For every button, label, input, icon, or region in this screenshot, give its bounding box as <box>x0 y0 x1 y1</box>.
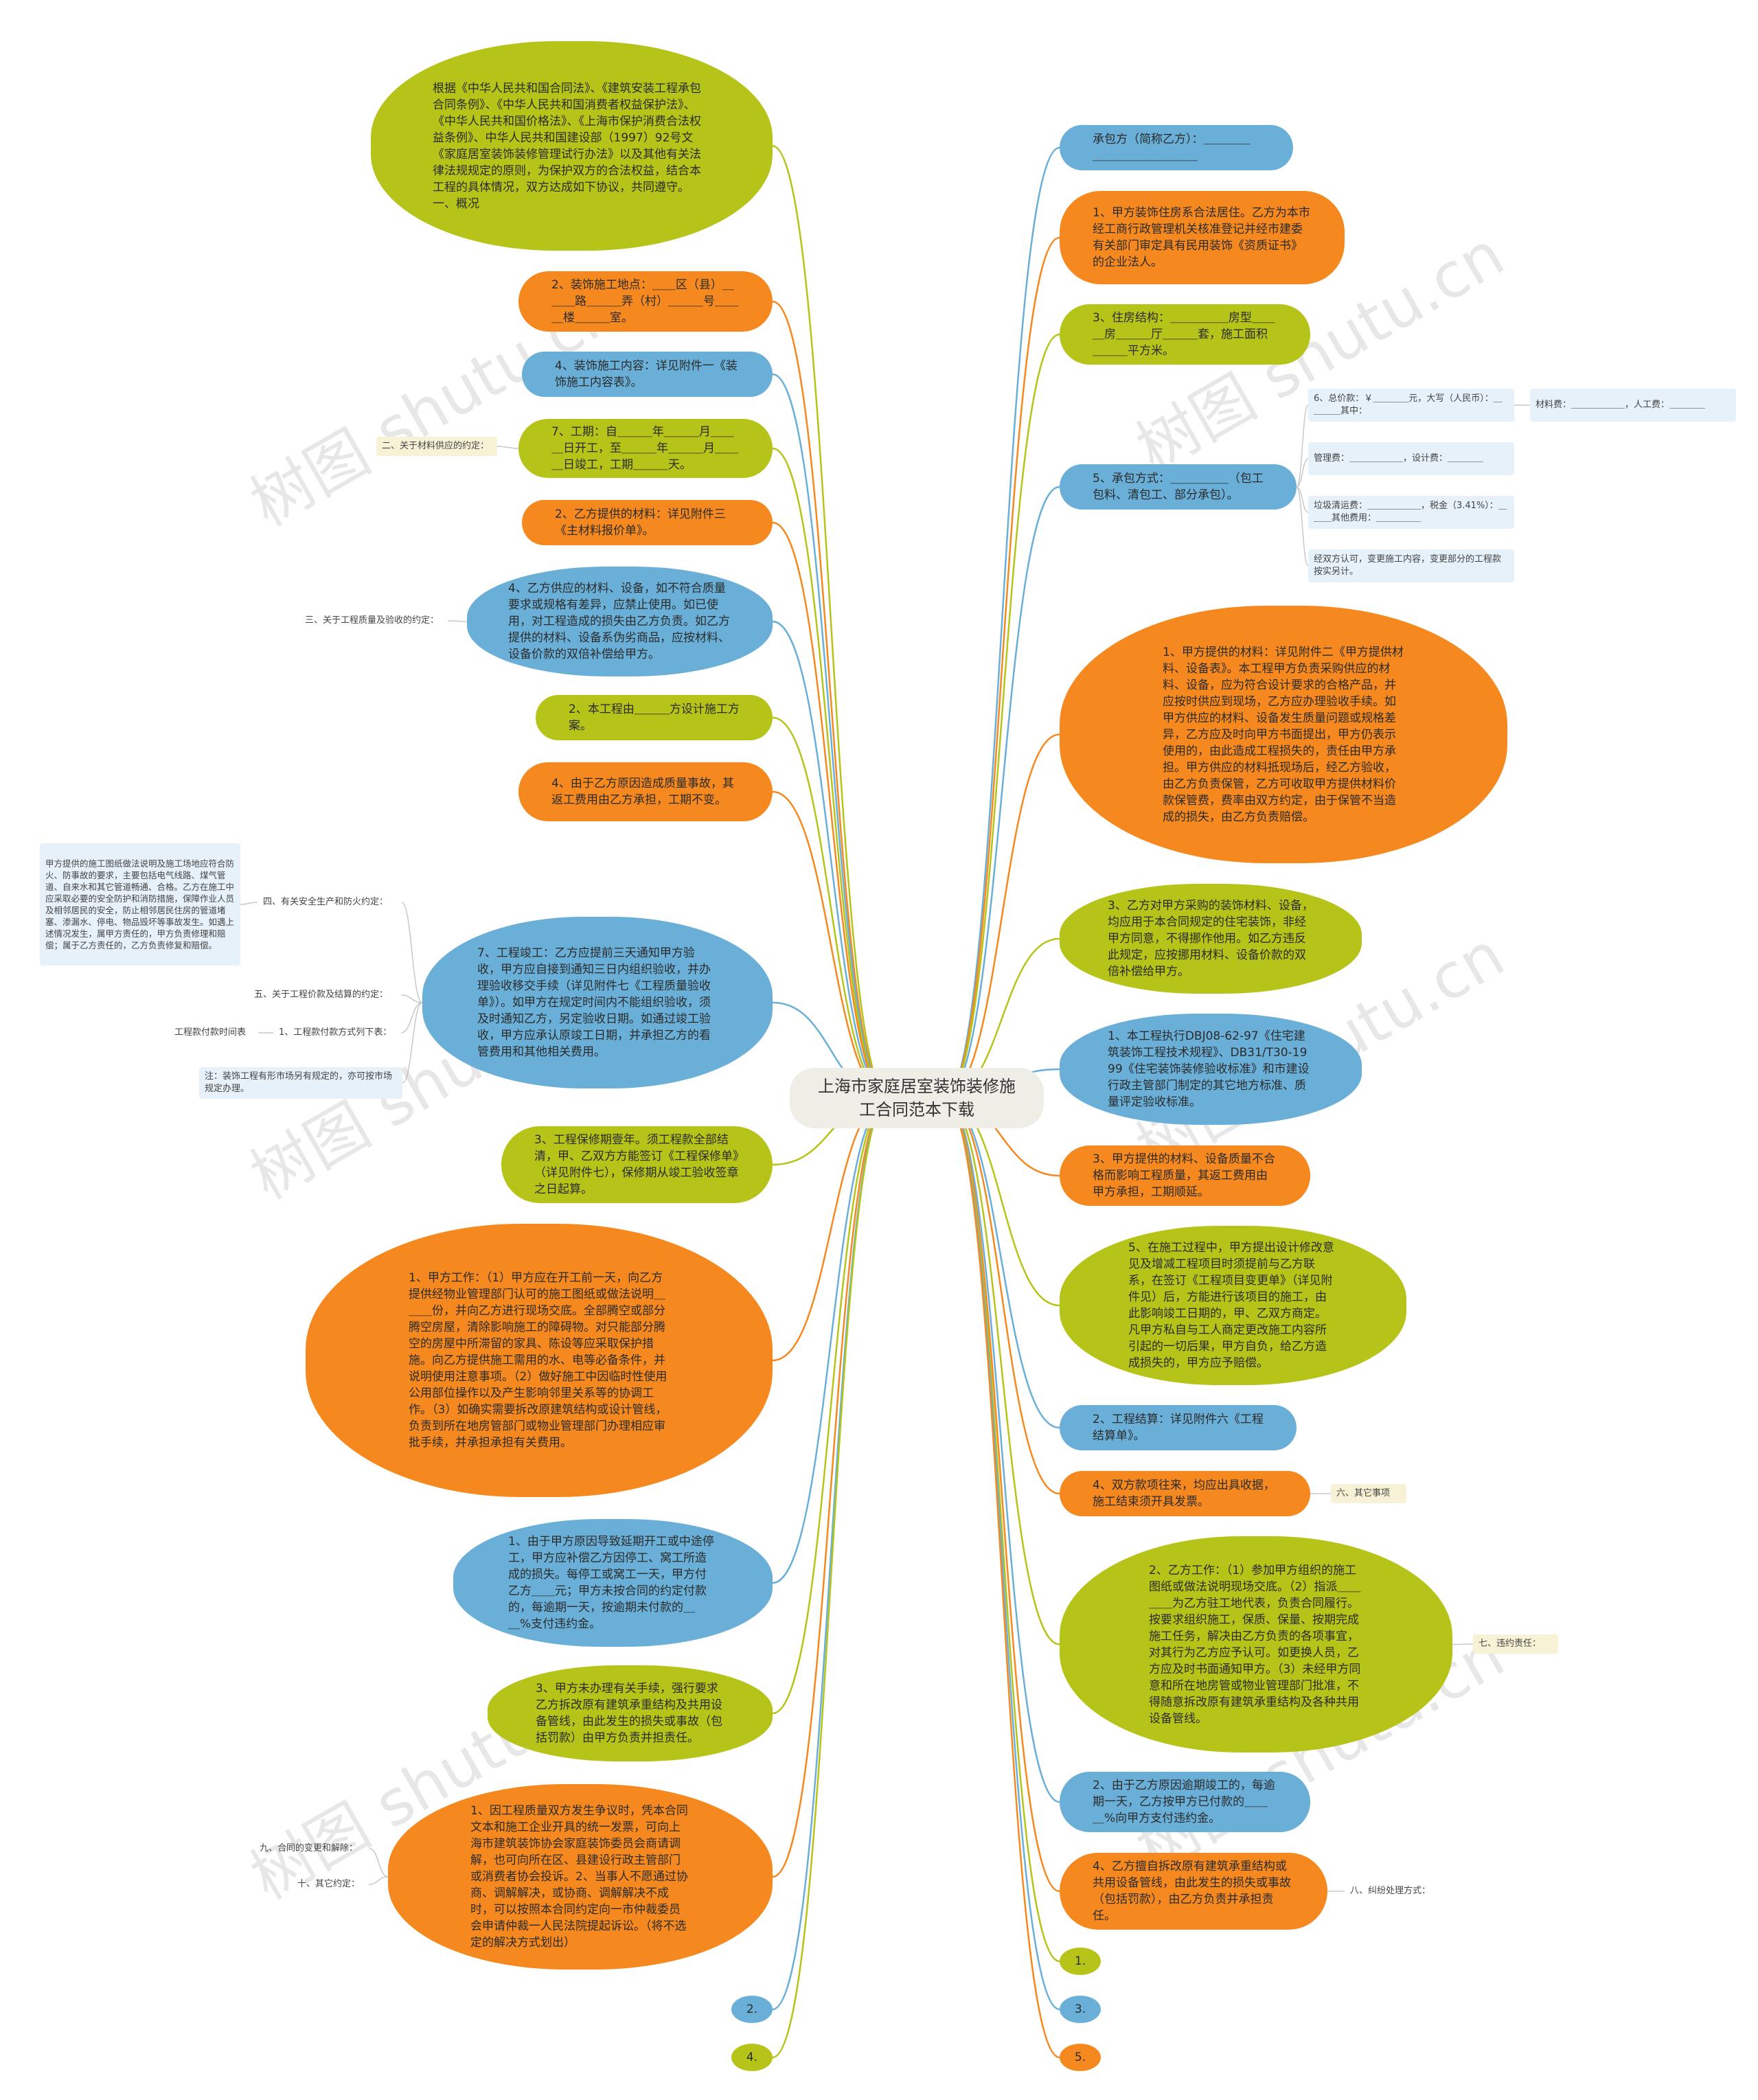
connector-l4 <box>400 994 423 1003</box>
connector-d5 <box>944 1097 1060 2059</box>
topic-standards[interactable]: 1、本工程执行DBJ08-62-97《住宅建筑装饰工程技术规程》、DB31/T3… <box>1060 1014 1362 1125</box>
connector-r5 <box>944 733 1060 1099</box>
note-safety-fire: 甲方提供的施工图纸做法说明及施工场地应符合防火、防事故的要求，主要包括电气线路、… <box>40 843 240 966</box>
connector-n3 <box>772 373 890 1099</box>
connector-d1 <box>944 1097 1060 1963</box>
item-4[interactable]: 4. <box>731 2044 773 2071</box>
topic-contract-mode[interactable]: 5、承包方式：＿＿＿＿＿（包工包料、清包工、部分承包）。 <box>1060 464 1297 510</box>
topic-quality-accident[interactable]: 4、由于乙方原因造成质量事故，其返工费用由乙方承担，工期不变。 <box>518 762 773 821</box>
connector-n1 <box>772 145 890 1099</box>
topic-housing-structure[interactable]: 3、住房结构：＿＿＿＿＿房型＿＿＿房＿＿＿厅＿＿＿套，施工面积＿＿＿平方米。 <box>1060 304 1310 365</box>
connector-n2 <box>772 300 890 1099</box>
topic-party-b-materials[interactable]: 2、乙方提供的材料：详见附件三《主材料报价单》。 <box>522 500 773 545</box>
label-safety-fire[interactable]: 四、有关安全生产和防火约定： <box>263 897 389 907</box>
topic-party-a-material-quality[interactable]: 3、甲方提供的材料、设备质量不合格而影响工程质量，其返工费用由甲方承担，工期顺延… <box>1060 1145 1310 1206</box>
label-dispute-handling[interactable]: 八、纠纷处理方式： <box>1350 1886 1431 1896</box>
connector-n7 <box>772 716 890 1099</box>
topic-warranty[interactable]: 3、工程保修期壹年。须工程款全部结清，甲、乙双方方能签订《工程保修单》（详见附件… <box>501 1126 773 1203</box>
label-other-agreements[interactable]: 十、其它约定： <box>297 1879 361 1889</box>
connector-r9 <box>944 1097 1060 1307</box>
note-cleanup-tax-fees: 垃圾清运费：＿＿＿＿＿＿，税金（3.41%）：＿＿＿其他费用：＿＿＿＿＿ <box>1308 496 1514 529</box>
connector-r4 <box>944 486 1060 1099</box>
topic-party-b-supply-quality[interactable]: 4、乙方供应的材料、设备，如不符合质量要求或规格有差异，应禁止使用。如已使用，对… <box>467 567 773 676</box>
topic-construction-content[interactable]: 4、装饰施工内容：详见附件一《装饰施工内容表》。 <box>522 352 773 397</box>
topic-party-b-duties[interactable]: 2、乙方工作：（1）参加甲方组织的施工图纸或做法说明现场交底。（2）指派＿＿＿＿… <box>1060 1536 1452 1753</box>
connector-r2 <box>944 236 1060 1099</box>
topic-completion-acceptance[interactable]: 7、工程竣工：乙方应提前三天通知甲方验收，甲方应自接到通知三日内组织验收，并办理… <box>422 917 773 1088</box>
note-total-price: 6、总价款：￥＿＿＿＿元，大写（人民币）：＿＿＿＿其中： <box>1308 389 1514 422</box>
connector-r13 <box>944 1097 1060 1803</box>
topic-party-a-materials[interactable]: 1、甲方提供的材料：详见附件二《甲方提供材料、设备表》。本工程甲方负责采购供应的… <box>1060 606 1507 863</box>
topic-party-a-unauthorized[interactable]: 3、甲方未办理有关手续，强行要求乙方拆改原有建筑承重结构及共用设备管线，由此发生… <box>488 1665 773 1761</box>
item-2[interactable]: 2. <box>731 1996 773 2023</box>
connector-n6 <box>772 620 890 1099</box>
label-price-settlement[interactable]: 五、关于工程价款及结算的约定： <box>254 990 389 1000</box>
central-topic[interactable]: 上海市家庭居室装饰装修施工合同范本下载 <box>790 1068 1044 1128</box>
connector-n11 <box>772 1097 890 1362</box>
connector-n13 <box>772 1097 890 1715</box>
topic-party-b-use-materials[interactable]: 3、乙方对甲方采购的装饰材料、设备，均应用于本合同规定的住宅装饰，非经甲方同意，… <box>1060 884 1362 994</box>
connector-r14 <box>944 1097 1060 1893</box>
item-1[interactable]: 1. <box>1060 1948 1101 1975</box>
connector-n12 <box>772 1097 890 1584</box>
topic-party-b-delay-penalty[interactable]: 2、由于乙方原因逾期竣工的，每逾期一天，乙方按甲方已付款的＿＿＿%向甲方支付违约… <box>1060 1772 1310 1832</box>
topic-payment-receipts[interactable]: 4、双方款项往来，均应出具收据，施工结束须开具发票。 <box>1060 1471 1310 1516</box>
connector-n8 <box>772 790 890 1099</box>
label-payment-method[interactable]: 1、工程款付款方式列下表： <box>279 1027 392 1038</box>
topic-settlement[interactable]: 2、工程结算：详见附件六《工程结算单》。 <box>1060 1405 1297 1450</box>
topic-contractor[interactable]: 承包方（简称乙方）：＿＿＿＿＿＿＿＿＿＿＿＿＿ <box>1060 125 1293 170</box>
note-market-rules: 注：装饰工程有形市场另有规定的，亦可按市场规定办理。 <box>199 1067 402 1099</box>
topic-legal-residence[interactable]: 1、甲方装饰住房系合法居住。乙方为本市经工商行政管理机关核准登记并经市建委有关部… <box>1060 191 1345 284</box>
connector-l8 <box>368 1876 389 1885</box>
label-payment-schedule[interactable]: 工程款付款时间表 <box>174 1027 247 1038</box>
note-change-billing: 经双方认可，变更施工内容，变更部分的工程款按实另计。 <box>1308 549 1514 582</box>
topic-schedule[interactable]: 7、工期：自＿＿＿年＿＿＿月＿＿＿日开工，至＿＿＿年＿＿＿月＿＿＿日竣工，工期＿… <box>518 419 773 478</box>
connector-l5 <box>400 1002 423 1034</box>
note-material-labor-fees: 材料费：＿＿＿＿＿＿，人工费：＿＿＿＿ <box>1530 389 1736 422</box>
topic-design-party[interactable]: 2、本工程由＿＿＿方设计施工方案。 <box>536 695 773 740</box>
item-5[interactable]: 5. <box>1060 2044 1101 2071</box>
connector-q3 <box>1296 486 1309 513</box>
connector-r11 <box>944 1097 1060 1495</box>
connector-d2 <box>772 1097 890 2011</box>
connector-q2 <box>1296 458 1309 488</box>
connector-l3 <box>401 902 423 1003</box>
label-contract-change[interactable]: 九、合同的变更和解除： <box>260 1843 358 1853</box>
topic-site-address[interactable]: 2、装饰施工地点：＿＿区（县）＿＿＿路＿＿＿弄（村）＿＿＿号＿＿＿楼＿＿＿室。 <box>518 271 773 332</box>
topic-party-a-duties[interactable]: 1、甲方工作：（1）甲方应在开工前一天，向乙方提供经物业管理部门认可的施工图纸或… <box>306 1224 773 1497</box>
connector-n5 <box>772 521 890 1099</box>
note-management-design-fees: 管理费：＿＿＿＿＿＿，设计费：＿＿＿＿ <box>1308 442 1514 475</box>
topic-party-a-delay-penalty[interactable]: 1、由于甲方原因导致延期开工或中途停工，甲方应补偿乙方因停工、窝工所造成的损失。… <box>453 1519 773 1647</box>
topic-contract-basis[interactable]: 根据《中华人民共和国合同法》、《建筑安装工程承包合同条例》、《中华人民共和国消费… <box>371 41 773 251</box>
label-material-supply[interactable]: 二、关于材料供应的约定： <box>376 437 497 456</box>
connector-l3t <box>240 902 258 905</box>
connector-r3 <box>944 333 1060 1099</box>
connector-l1 <box>496 446 519 449</box>
item-3[interactable]: 3. <box>1060 1996 1101 2023</box>
connector-q4 <box>1296 486 1309 567</box>
topic-dispute-resolution[interactable]: 1、因工程质量双方发生争议时，凭本合同文本和施工企业开具的统一发票，可向上海市建… <box>388 1784 773 1970</box>
connector-n14 <box>772 1097 890 1878</box>
connector-r1 <box>944 146 1060 1099</box>
connector-q1 <box>1296 404 1309 488</box>
topic-design-changes[interactable]: 5、在施工过程中，甲方提出设计修改意见及增减工程项目时须提前与乙方联系，在签订《… <box>1060 1226 1406 1385</box>
connector-r12 <box>944 1097 1060 1645</box>
connector-d3 <box>944 1097 1060 2011</box>
topic-party-b-unauthorized[interactable]: 4、乙方擅自拆改原有建筑承重结构或共用设备管线，由此发生的损失或事故（包括罚款）… <box>1060 1853 1327 1930</box>
connector-r10 <box>944 1097 1060 1429</box>
label-other-matters[interactable]: 六、其它事项 <box>1331 1484 1406 1503</box>
connector-n4 <box>772 447 890 1099</box>
label-breach-liability[interactable]: 七、违约责任： <box>1473 1634 1558 1654</box>
label-quality-acceptance[interactable]: 三、关于工程质量及验收的约定： <box>305 615 440 626</box>
connector-d4 <box>772 1097 890 2059</box>
